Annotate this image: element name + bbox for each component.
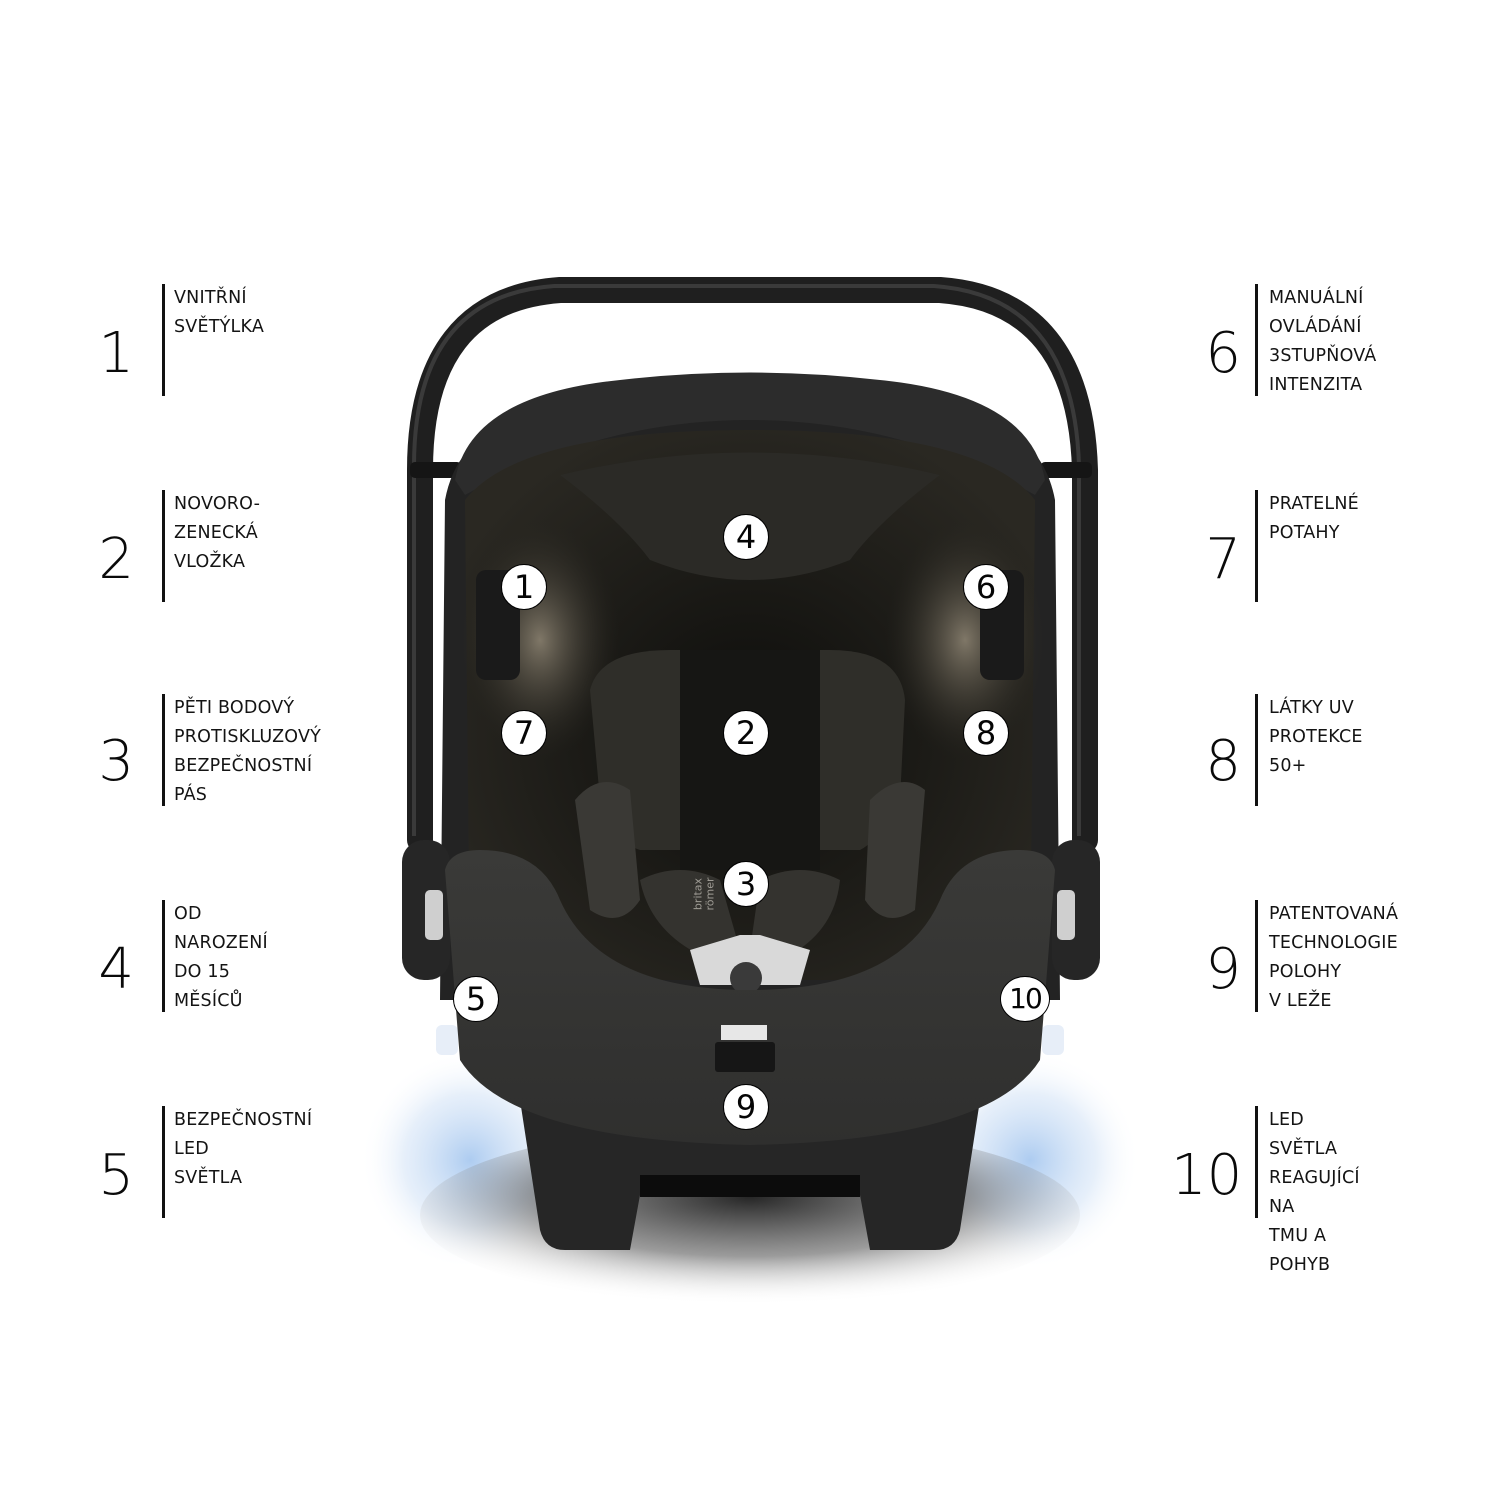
feature-number: 6 [1205,321,1241,386]
feature-label: PĚTI BODOVÝ PROTISKLUZOVÝ BEZPEČNOSTNÍ P… [174,698,322,805]
feature-label: LÁTKY UV PROTEKCE 50+ [1269,698,1363,776]
divider [162,900,165,1012]
marker-10: 10 [1000,976,1050,1022]
feature-number: 9 [1205,937,1241,1002]
divider [1255,900,1258,1012]
divider [1255,284,1258,396]
feature-number: 2 [98,527,134,592]
feature-label: BEZPEČNOSTNÍ LED SVĚTLA [174,1110,313,1188]
feature-number: 5 [98,1143,134,1208]
feature-number: 4 [98,937,134,1002]
divider [1255,694,1258,806]
feature-label: OD NAROZENÍ DO 15 MĚSÍCŮ [174,904,268,1011]
feature-label: VNITŘNÍ SVĚTÝLKA [174,288,265,337]
feature-number: 3 [98,729,134,794]
marker-6: 6 [963,564,1009,610]
divider [162,284,165,396]
marker-4: 4 [723,514,769,560]
feature-number: 7 [1205,527,1241,592]
feature-number: 10 [1171,1143,1243,1208]
divider [162,1106,165,1218]
marker-5: 5 [453,976,499,1022]
feature-label: PATENTOVANÁ TECHNOLOGIE POLOHY V LEŽE [1269,904,1399,1011]
divider [162,694,165,806]
marker-1: 1 [501,564,547,610]
feature-label: PRATELNÉ POTAHY [1269,494,1359,543]
marker-8: 8 [963,710,1009,756]
marker-7: 7 [501,710,547,756]
feature-label: LED SVĚTLA REAGUJÍCÍ NA TMU A POHYB [1269,1110,1360,1275]
divider [1255,1106,1258,1218]
brand-logo: britax römer [691,877,717,911]
feature-label: MANUÁLNÍ OVLÁDÁNÍ 3STUPŇOVÁ INTENZITA [1269,288,1377,395]
marker-2: 2 [723,710,769,756]
divider [162,490,165,602]
feature-number: 8 [1205,729,1241,794]
divider [1255,490,1258,602]
feature-label: NOVORO- ZENECKÁ VLOŽKA [174,494,261,572]
marker-9: 9 [723,1084,769,1130]
feature-number: 1 [98,321,134,386]
marker-3: 3 [723,861,769,907]
